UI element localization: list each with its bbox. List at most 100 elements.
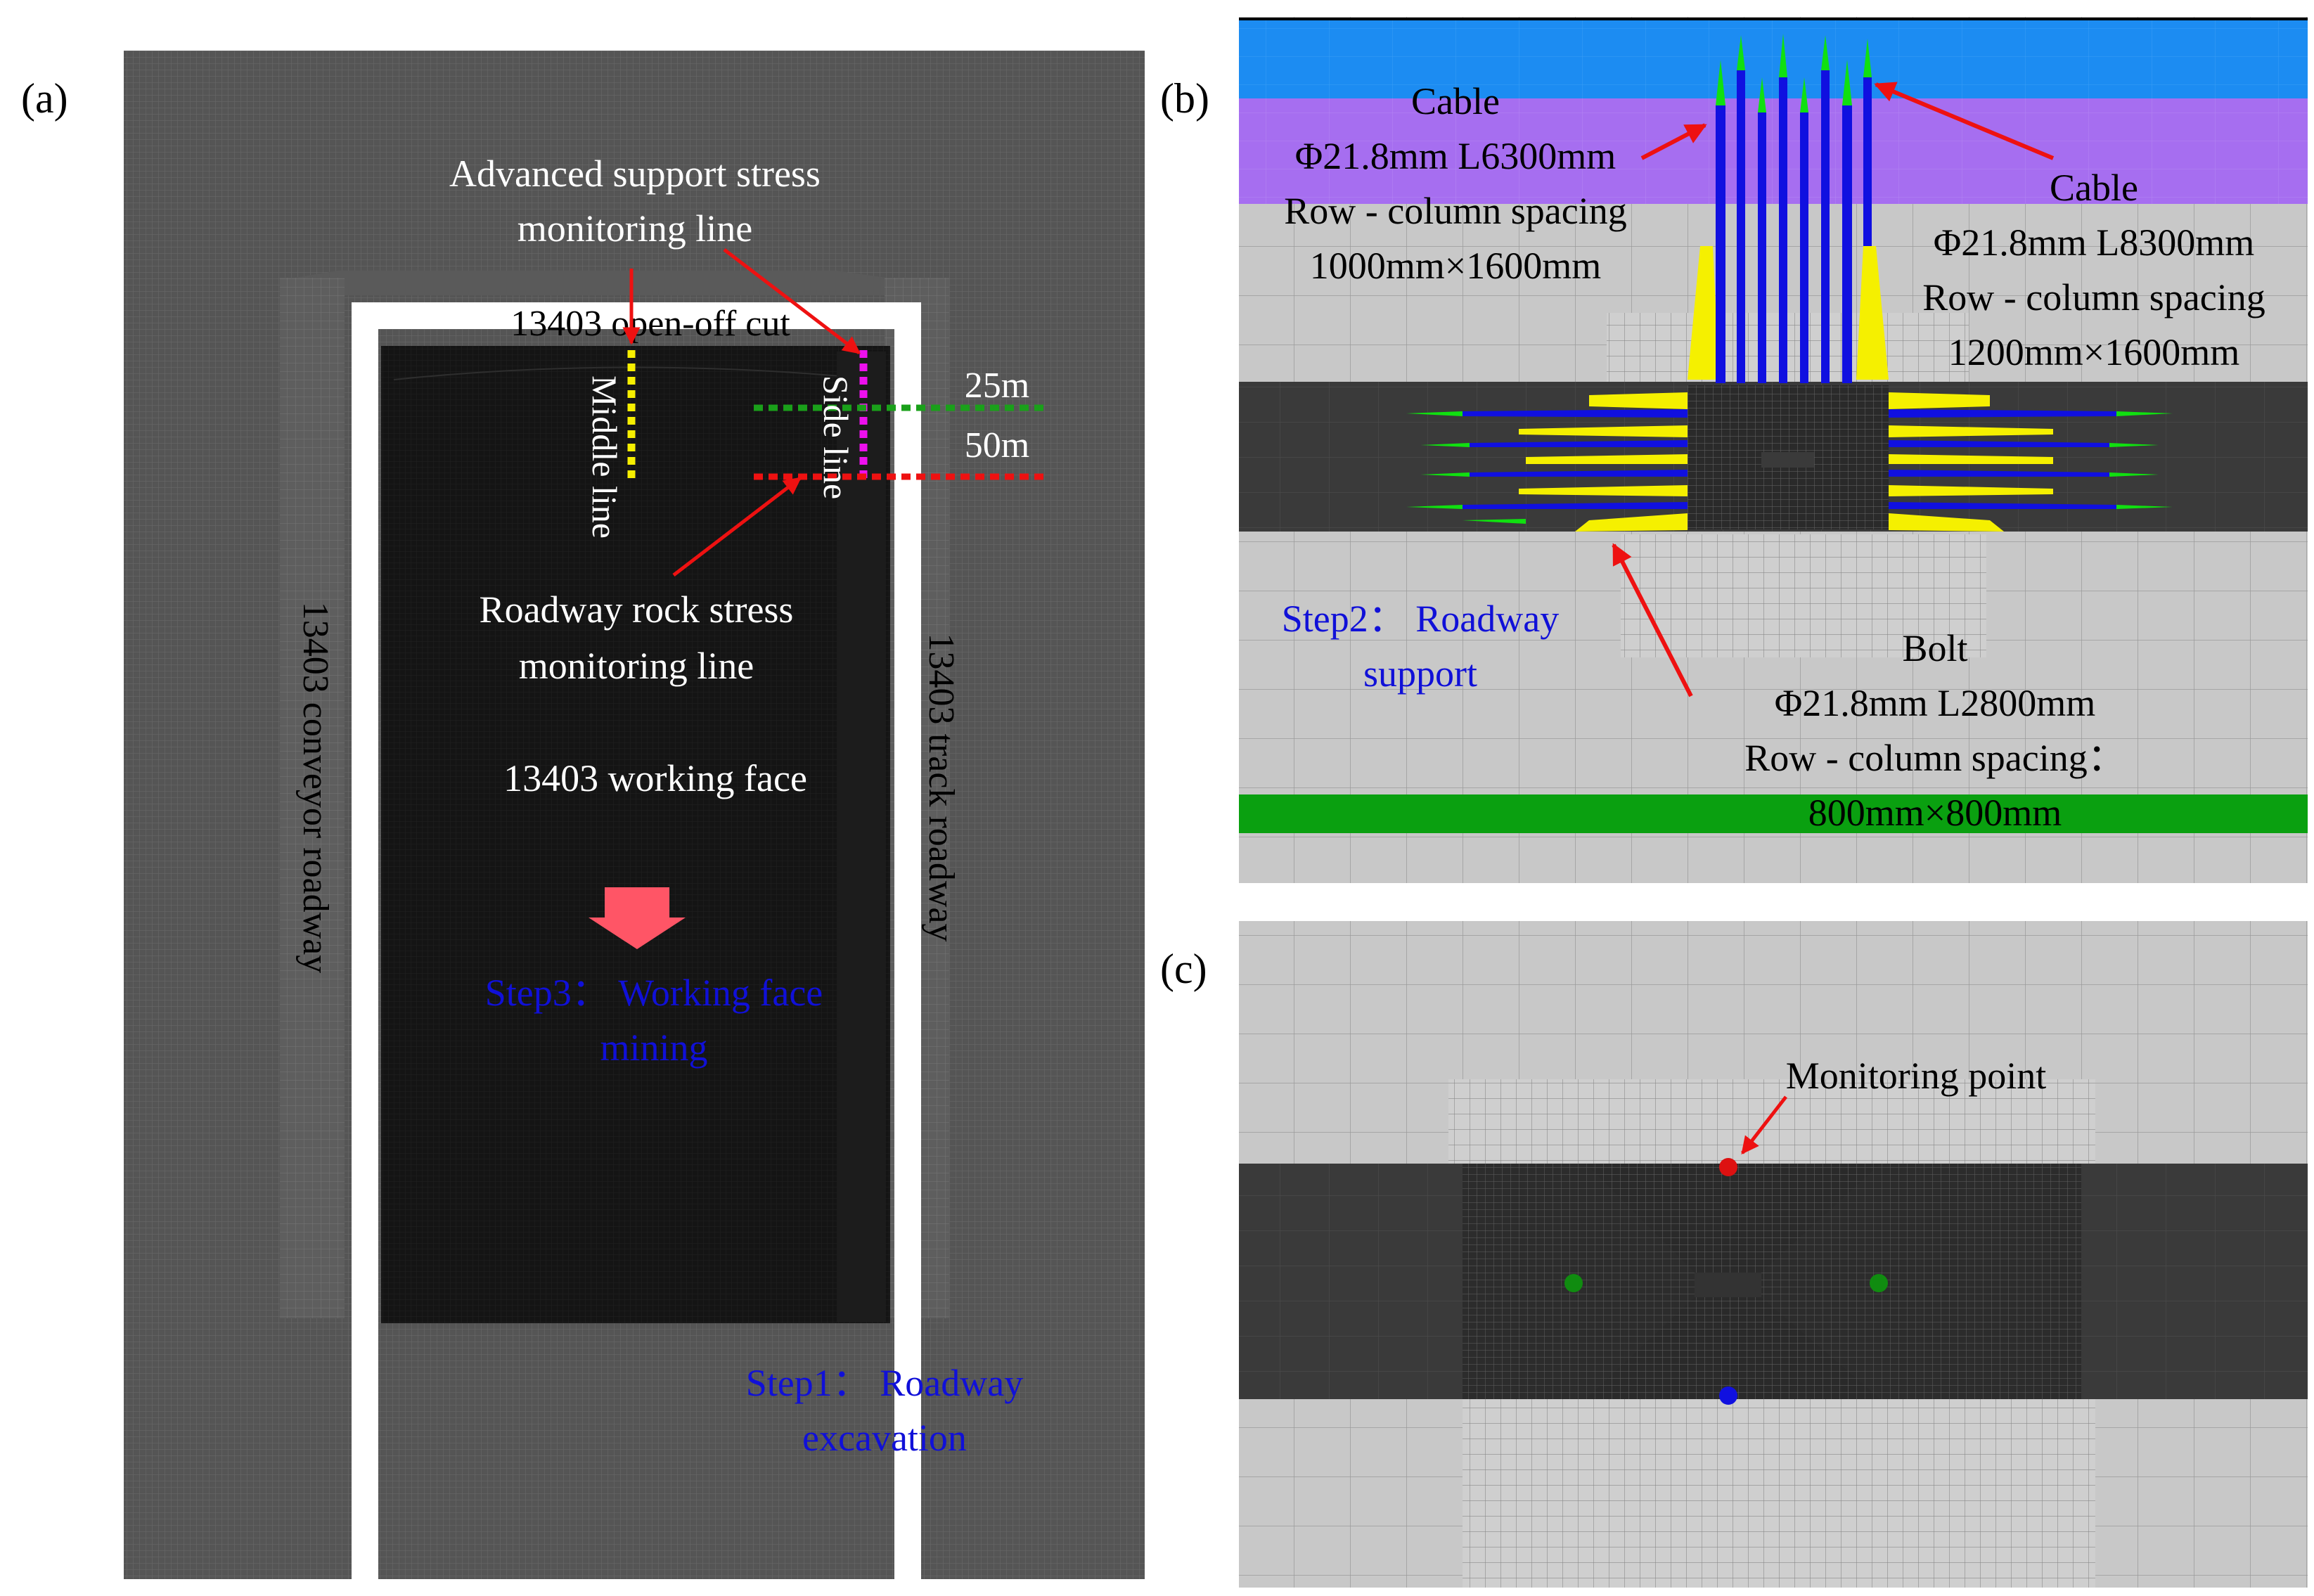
bolt-right-2	[1889, 425, 2053, 437]
left-cable-spacing: 1000mm×1600mm	[1310, 245, 1601, 287]
roof-cable-8	[1863, 77, 1872, 246]
roof-cable-tip-2	[1737, 35, 1745, 70]
arrow-to-side-line	[723, 248, 861, 354]
open-off-cut-label: 13403 open-off cut	[510, 304, 790, 344]
panel-b-labels: Cable Φ21.8mm L6300mm Row - column spaci…	[1282, 80, 2265, 834]
bolt-spec: Φ21.8mm L2800mm	[1775, 682, 2095, 724]
panel-a-upper-ridge	[288, 271, 893, 295]
cable-tip-left-3	[1420, 472, 1470, 477]
roof-cable-tip-6	[1821, 35, 1830, 70]
arrow-to-left-cable	[1640, 123, 1707, 160]
panel-c-label: (c)	[1160, 946, 1207, 992]
roof-cable-6	[1821, 70, 1830, 383]
roof-bolt-yellow-right	[1856, 246, 1889, 380]
panel-c-funnel-roof	[1586, 1164, 1881, 1273]
roof-bolt-yellow-left	[1688, 246, 1719, 380]
arrow-to-bolt	[1612, 543, 1693, 697]
monitoring-point-roof	[1719, 1158, 1737, 1176]
right-bolts	[1889, 392, 2173, 532]
green-strata-layer	[1239, 794, 2308, 833]
working-face-label: 13403 working face	[503, 757, 807, 799]
bolt-left-4	[1519, 485, 1688, 496]
monitoring-point-floor	[1719, 1386, 1737, 1405]
arrow-to-roadway-line	[672, 477, 802, 577]
bolt-right-1b	[1889, 409, 2116, 418]
right-cable-title: Cable	[2050, 167, 2138, 209]
bolt-right-5	[1889, 513, 2004, 532]
right-cable-spec: Φ21.8mm L8300mm	[1934, 221, 2254, 264]
roof-cable-2	[1737, 70, 1745, 383]
bolt-right-1	[1889, 392, 1990, 409]
cable-tip-left-5	[1463, 519, 1526, 524]
roof-cables	[1688, 34, 1889, 383]
right-cable-spacing-label: Row - column spacing	[1922, 276, 2265, 318]
roadway-funnel-mesh	[1688, 385, 1889, 529]
cable-tip-left-2	[1420, 443, 1470, 447]
roof-refined-mesh	[1607, 313, 1969, 383]
bolt-title: Bolt	[1902, 627, 1967, 669]
step3-label-1: Step3： Working face	[485, 972, 823, 1014]
blue-strata-layer	[1239, 20, 2308, 98]
floor-refined-mesh	[1621, 534, 1986, 657]
bolt-right-2b	[1889, 440, 2109, 447]
working-face-block	[381, 346, 890, 1323]
conveyor-roadway-mesh	[280, 278, 345, 1318]
arrow-to-right-cable	[1874, 82, 2055, 160]
arrow-to-monitoring-point	[1741, 1095, 1787, 1154]
track-roadway-label: 13403 track roadway	[921, 633, 961, 942]
bolt-left-1b	[1463, 409, 1688, 418]
dist-50m-label: 50m	[965, 425, 1029, 465]
panel-c-roof-mesh	[1448, 1079, 2095, 1167]
step2-label-2: support	[1363, 652, 1477, 695]
working-face-inner-band	[837, 352, 886, 1322]
bolt-left-2b	[1470, 440, 1688, 447]
cable-tip-right-1	[2116, 411, 2173, 416]
bolt-spacing-label: Row - column spacing：	[1744, 737, 2125, 779]
purple-strata-layer	[1239, 98, 2308, 204]
bolt-left-4b	[1463, 502, 1688, 509]
cable-tip-right-3	[2109, 472, 2159, 477]
roof-cable-3	[1758, 112, 1766, 383]
bolt-left-3	[1526, 454, 1688, 464]
step1-label-2: excavation	[802, 1417, 967, 1459]
roof-cable-tip-3	[1758, 77, 1766, 112]
monitoring-point-label: Monitoring point	[1786, 1055, 2047, 1097]
bolt-left-1	[1589, 392, 1688, 409]
roof-cable-7	[1842, 105, 1852, 383]
advanced-support-label-1: Advanced support stress	[449, 153, 821, 195]
roadway-opening	[1761, 452, 1814, 468]
bolt-right-3b	[1889, 470, 2109, 477]
panel-a-label: (a)	[21, 75, 68, 122]
roof-cable-tip-7	[1842, 60, 1852, 105]
roadway-rock-label-1: Roadway rock stress	[480, 588, 794, 631]
roof-cable-tip-1	[1716, 60, 1725, 105]
step1-label-1: Step1： Roadway	[746, 1362, 1023, 1404]
roof-cable-4	[1779, 77, 1787, 383]
roof-cable-5	[1800, 112, 1808, 383]
panel-c-roadway-core	[1695, 1273, 1761, 1297]
right-cable-spacing: 1200mm×1600mm	[1948, 331, 2239, 373]
panel-c-floor-mesh	[1463, 1396, 2095, 1588]
left-cable-spacing-label: Row - column spacing	[1284, 190, 1626, 232]
advanced-support-label-2: monitoring line	[518, 207, 752, 250]
bolt-right-4b	[1889, 502, 2116, 509]
bolt-right-4	[1889, 485, 2053, 496]
roof-cable-tip-8	[1863, 39, 1872, 77]
cable-tip-left-1	[1406, 411, 1463, 416]
roadway-rock-label-2: monitoring line	[519, 645, 754, 687]
panel-c	[1239, 921, 2308, 1588]
roof-cable-1	[1716, 105, 1725, 383]
middle-line-label: Middle line	[585, 375, 624, 539]
left-bolts	[1406, 392, 1688, 532]
monitoring-point-left	[1564, 1274, 1583, 1292]
bolt-left-5	[1575, 513, 1688, 532]
conveyor-roadway-label: 13403 conveyor roadway	[295, 602, 335, 974]
panel-c-funnel-mesh	[1463, 1164, 2081, 1399]
bolt-right-3	[1889, 454, 2053, 464]
bolt-left-3b	[1470, 470, 1688, 477]
cable-tip-right-2	[2109, 443, 2159, 447]
roof-cable-tip-5	[1800, 77, 1808, 112]
roof-cable-tip-4	[1779, 34, 1787, 77]
monitoring-point-right	[1870, 1274, 1888, 1292]
